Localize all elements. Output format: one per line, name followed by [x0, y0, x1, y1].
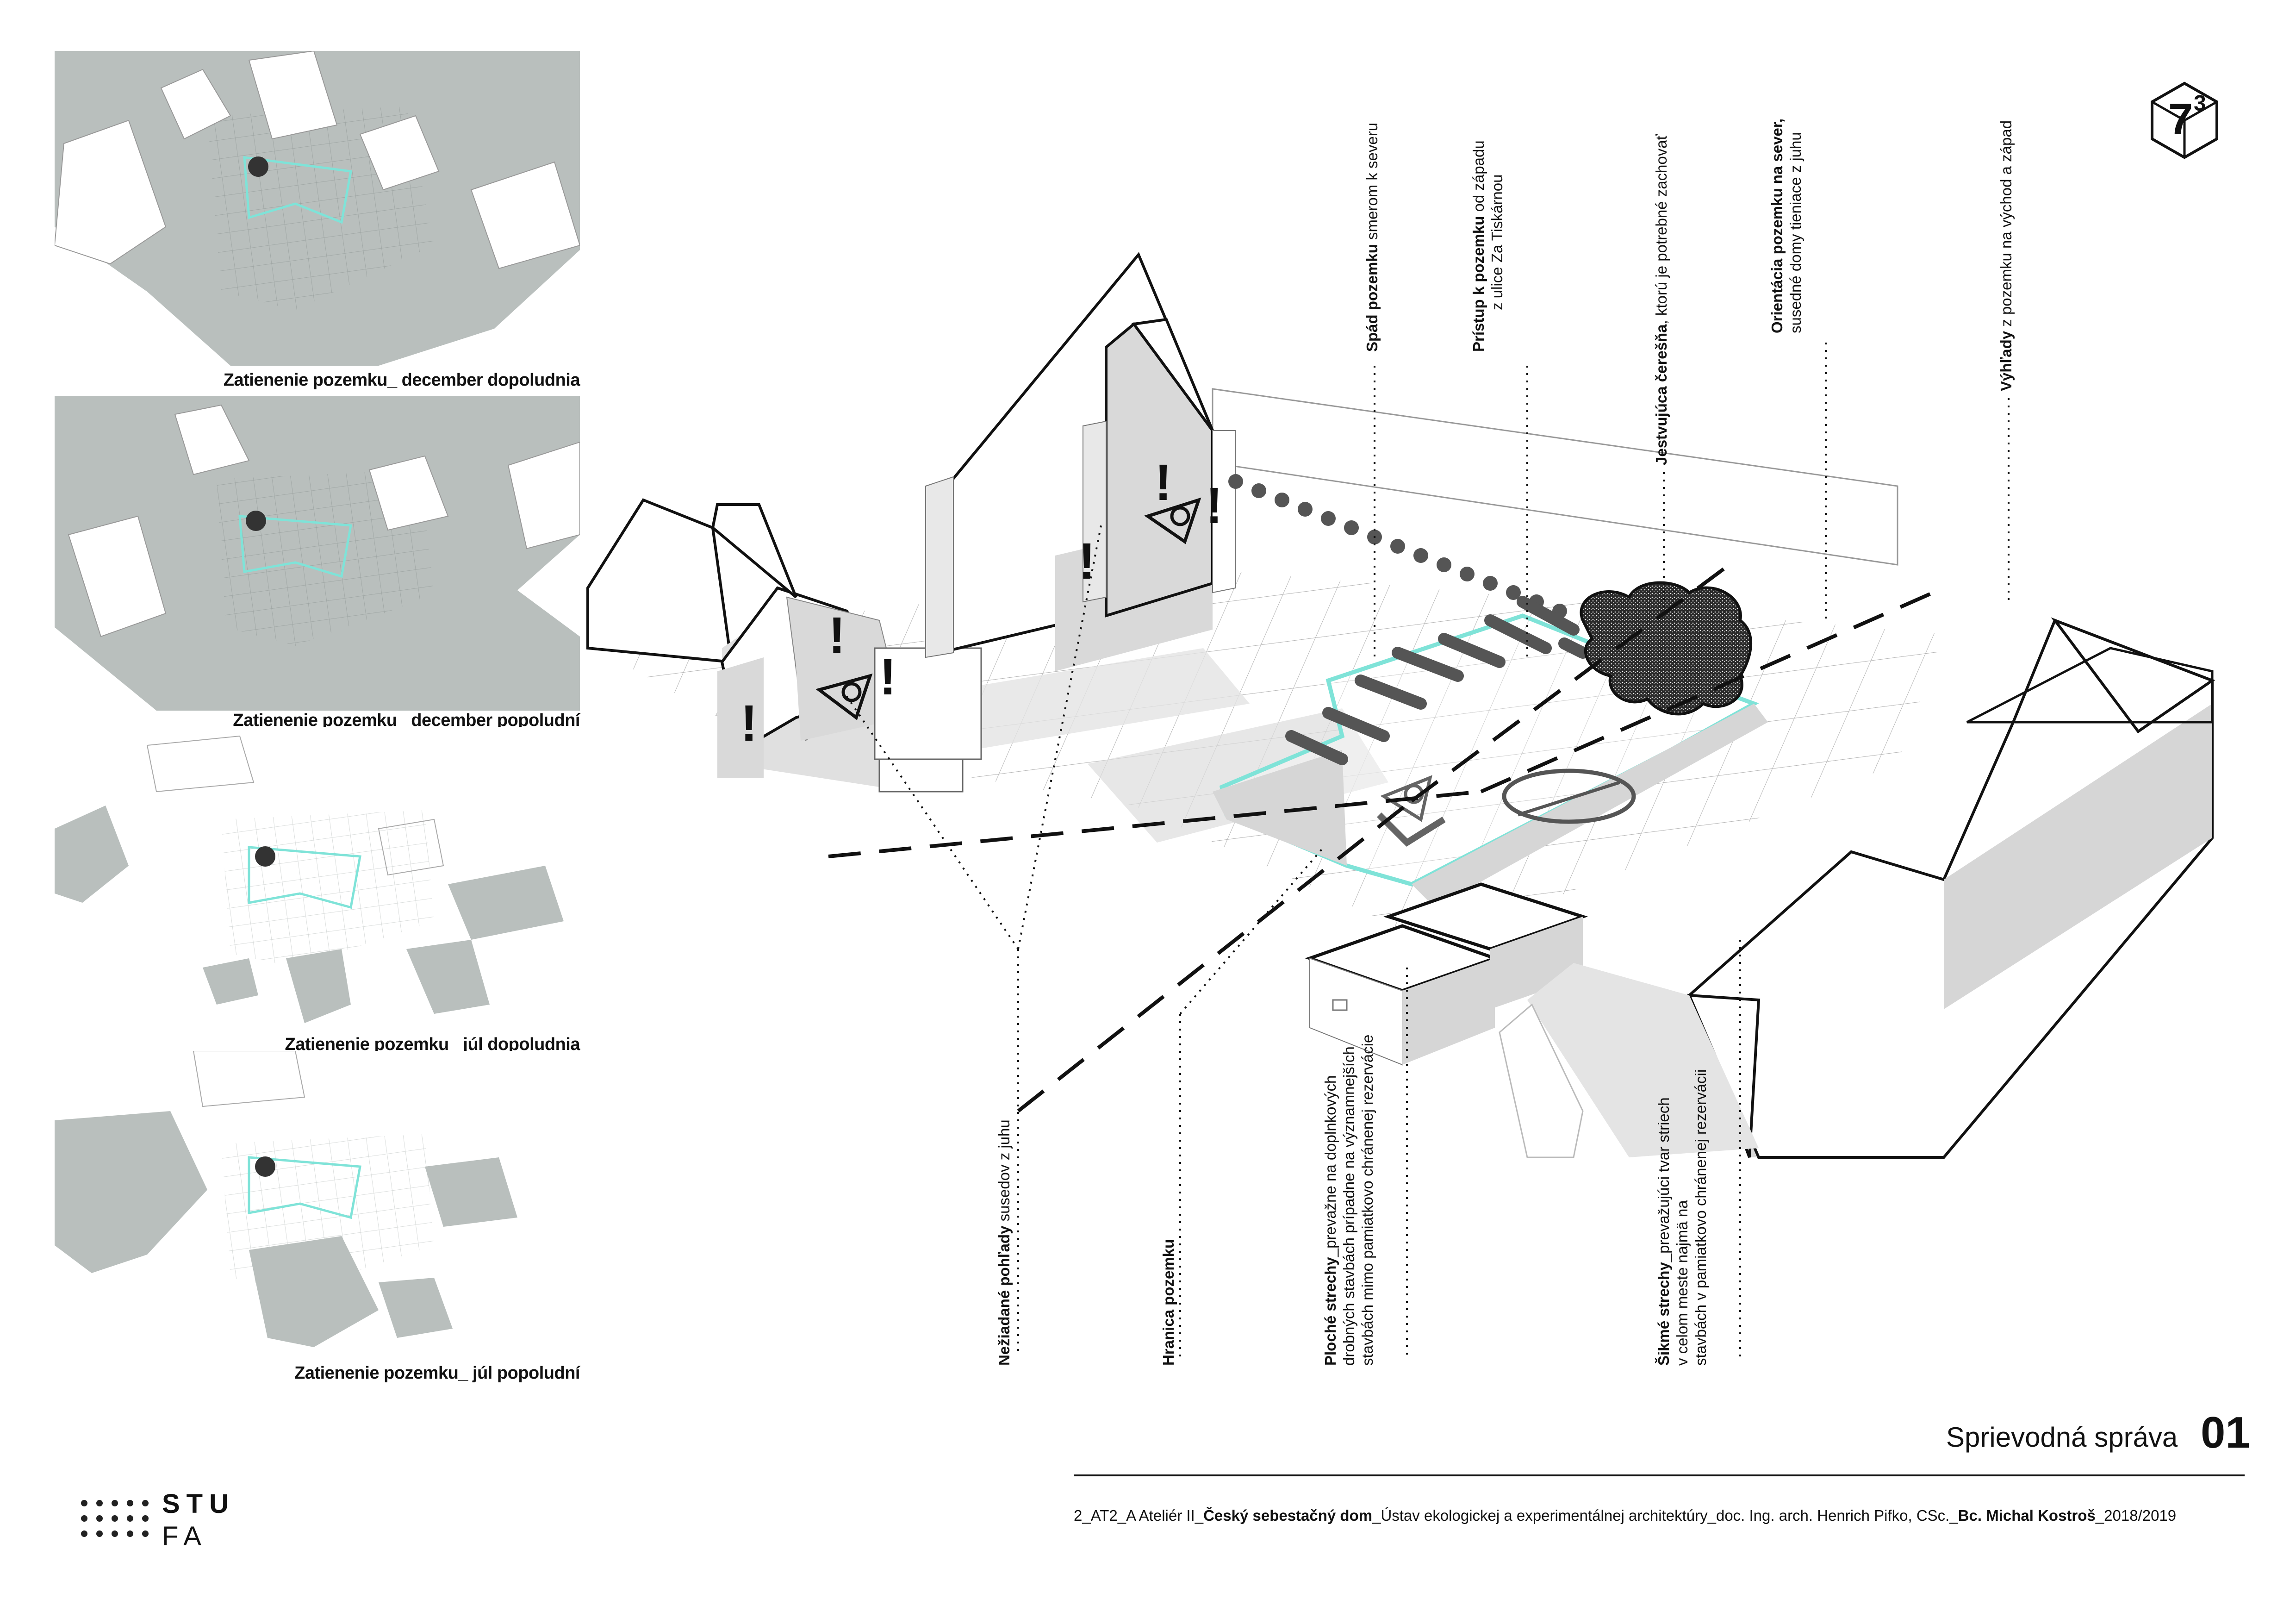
footer-credits: 2_AT2_A Ateliér II_Český sebestačný dom_… — [1074, 1507, 2177, 1524]
label-pitched-roofs: Šikmé strechy_prevažujúci tvar striech v… — [1655, 1069, 1709, 1366]
shading-study-dec-pm — [55, 396, 580, 711]
neighbor-house-south-west — [586, 498, 982, 793]
sheet-title: Sprievodná správa — [1946, 1422, 2178, 1453]
exclamation-icon: ! — [1078, 533, 1095, 590]
view-lines-dashed — [828, 558, 1945, 1113]
orientation-compass — [1502, 768, 1636, 824]
label-boundary: Hranica pozemku — [1160, 1239, 1177, 1366]
shading-caption-dec-am: Zatienenie pozemku_ december dopoludnia — [223, 370, 580, 390]
shading-study-jul-am — [55, 727, 580, 1042]
shading-study-jul-pm — [55, 1051, 580, 1366]
annotation-leaders — [841, 343, 2010, 1356]
studio-badge: 7 3 — [2143, 79, 2226, 162]
exclamation-icon-group: ! ! ! ! ! ! — [740, 454, 1223, 752]
fa-logo-text: FA — [162, 1521, 208, 1551]
neighbor-house-south-east — [925, 252, 1236, 671]
label-cherry: Jestvujúca čerešňa, ktorú je potrebné za… — [1653, 134, 1670, 465]
label-flat-roofs: Ploché strechy_prevažne na doplnkových d… — [1322, 1034, 1376, 1366]
stu-fa-logo-dots — [81, 1500, 155, 1542]
label-neighbors: Nežiadané pohľady susedov z juhu — [996, 1119, 1013, 1366]
sheet-number: 01 — [2201, 1408, 2250, 1457]
neighbor-houses-north — [1499, 617, 2215, 1159]
badge-exponent: 3 — [2194, 91, 2206, 116]
exclamation-icon: ! — [1206, 477, 1223, 534]
label-orientation: Orientácia pozemku na sever, susedné dom… — [1768, 118, 1804, 333]
slope-arrows — [1285, 596, 1589, 765]
check-icon — [1377, 812, 1446, 847]
eye-icon — [1144, 497, 1201, 544]
footer-rule — [1074, 1474, 2245, 1476]
shading-study-dec-am — [55, 51, 580, 366]
exclamation-icon: ! — [879, 649, 896, 706]
label-slope: Spád pozemku smerom k severu — [1363, 122, 1381, 352]
exclamation-icon: ! — [828, 607, 846, 664]
eye-icon — [815, 673, 873, 720]
exclamation-icon: ! — [740, 695, 758, 752]
label-access: Prístup k pozemku od západu z ulice Za T… — [1470, 140, 1506, 352]
shading-caption-jul-pm: Zatienenie pozemku_ júl popoludní — [294, 1363, 580, 1383]
stu-logo-text: STU — [162, 1489, 235, 1519]
badge-number: 7 — [2168, 94, 2193, 144]
site-axonometric-diagram: ! ! ! ! ! ! — [586, 252, 2215, 1356]
label-views: Výhľady z pozemku na východ a západ — [1997, 120, 2015, 391]
flat-roof-buildings — [1305, 882, 1588, 1066]
exclamation-icon: ! — [1155, 454, 1172, 511]
